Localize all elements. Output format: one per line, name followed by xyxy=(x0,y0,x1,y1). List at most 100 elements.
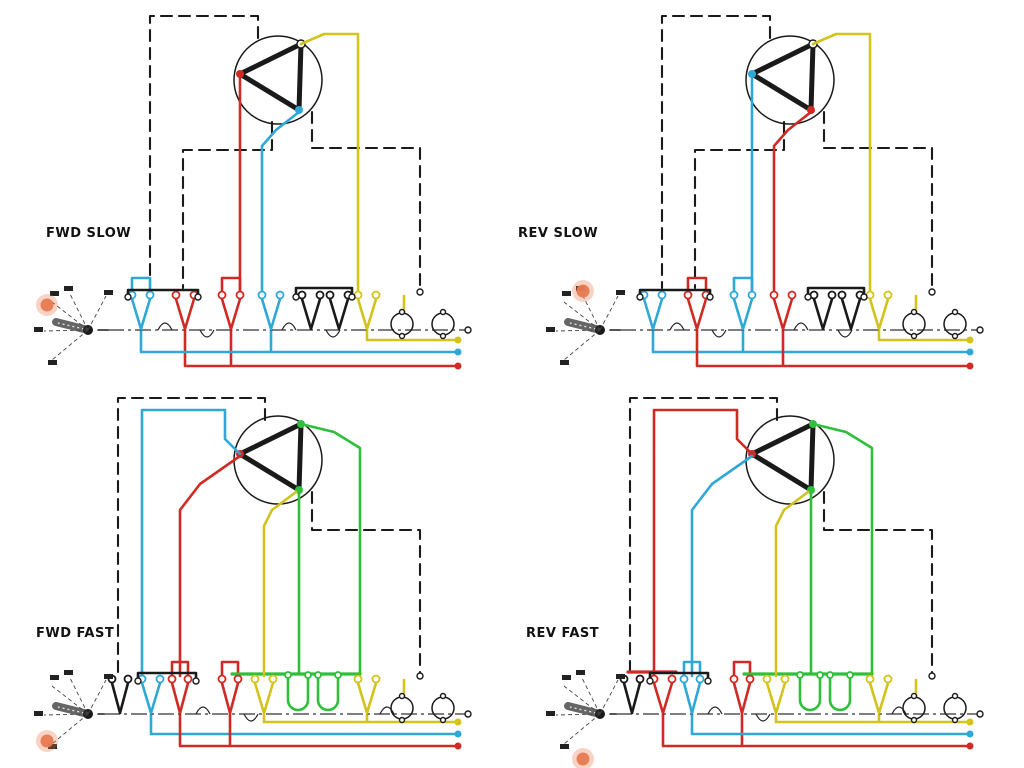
yellow-end-terminal xyxy=(454,336,462,344)
shaft-end-terminal xyxy=(976,710,984,718)
blue-end-terminal xyxy=(454,348,462,356)
switch-contact-black-1 xyxy=(809,290,837,331)
shaft-end-terminal xyxy=(464,326,472,334)
switch-contact-yellow-1 xyxy=(762,674,790,715)
selector-position-rays xyxy=(555,293,619,361)
red-wiring xyxy=(686,110,974,370)
blue-wiring xyxy=(140,408,462,738)
cam-drum-right xyxy=(431,308,455,340)
switch-assembly xyxy=(616,671,984,724)
cam-drum-left xyxy=(902,692,926,724)
motor-terminal-red xyxy=(236,70,244,78)
busbar-left xyxy=(124,288,202,301)
red-wiring xyxy=(170,454,462,750)
selector-position-rays xyxy=(43,293,107,361)
yellow-wiring xyxy=(262,490,462,726)
switch-contact-red-1 xyxy=(167,674,193,715)
wiring-diagram-fwd-fast xyxy=(34,396,472,752)
blue-wiring xyxy=(130,110,462,356)
panel-label-fwd-slow: FWD SLOW xyxy=(46,226,132,241)
panel-fwd-slow: FWD SLOW xyxy=(0,0,512,384)
motor xyxy=(745,415,835,505)
selector-position-marker xyxy=(572,280,594,302)
wiring-diagram-rev-slow xyxy=(546,14,984,370)
switch-contact-blue-1 xyxy=(127,290,155,331)
wiring-diagram-rev-fast xyxy=(546,396,984,768)
yellow-wiring xyxy=(299,32,462,344)
switch-assembly xyxy=(108,286,472,340)
dashed-black-wiring xyxy=(116,396,424,680)
yellow-end-terminal xyxy=(454,718,462,726)
dashed-black-wiring xyxy=(628,396,936,680)
red-end-terminal xyxy=(454,742,462,750)
dashed-black-wiring xyxy=(660,14,936,296)
switch-contact-yellow-1 xyxy=(865,290,893,331)
switch-contact-red-2 xyxy=(217,674,243,715)
switch-contact-red-1 xyxy=(171,290,199,331)
switch-contact-red-2 xyxy=(217,290,245,331)
selector-scale-marks xyxy=(34,286,113,365)
switch-contact-blue-1 xyxy=(679,674,705,715)
selector-handle xyxy=(52,702,88,717)
selector-position-rays xyxy=(555,677,619,745)
yellow-end-terminal xyxy=(966,718,974,726)
panel-fwd-fast: FWD FAST xyxy=(0,384,512,768)
switch-contact-red-2 xyxy=(729,674,755,715)
green-wiring xyxy=(742,422,874,712)
rotary-selector xyxy=(34,286,113,365)
selector-position-marker xyxy=(36,294,58,316)
wiring-diagram-fwd-slow xyxy=(34,14,472,370)
red-end-terminal xyxy=(454,362,462,370)
blue-end-terminal xyxy=(966,730,974,738)
blue-wiring xyxy=(682,454,974,738)
cam-drum-right xyxy=(943,692,967,724)
switch-contact-black-2 xyxy=(837,290,865,331)
panel-rev-fast: REV FAST xyxy=(512,384,1024,768)
selector-handle xyxy=(564,318,600,333)
selector-position-rays xyxy=(43,677,107,745)
yellow-end-terminal xyxy=(966,336,974,344)
blue-end-terminal xyxy=(454,730,462,738)
cam-drum-left xyxy=(390,692,414,724)
switch-contact-blue-2 xyxy=(257,290,285,331)
motor xyxy=(233,415,323,505)
busbar-left xyxy=(636,288,714,301)
selector-position-marker xyxy=(572,748,594,768)
blue-end-terminal xyxy=(966,348,974,356)
green-wiring xyxy=(230,422,362,712)
shaft-end-terminal xyxy=(464,710,472,718)
red-wiring xyxy=(183,76,462,370)
switch-contact-blue-2 xyxy=(729,290,757,331)
blue-wiring xyxy=(651,76,974,356)
red-end-terminal xyxy=(966,742,974,750)
motor xyxy=(745,35,835,125)
switch-contact-yellow-1 xyxy=(250,674,278,715)
busbar-left xyxy=(134,671,200,685)
dashed-black-wiring xyxy=(148,14,424,296)
switch-contact-black-0 xyxy=(619,674,645,715)
switch-contact-yellow-2 xyxy=(353,674,381,715)
selector-position-marker xyxy=(36,730,58,752)
switch-contact-black-0 xyxy=(107,674,133,715)
selector-handle xyxy=(564,702,600,717)
switch-contact-blue-1 xyxy=(137,674,165,715)
busbar-right xyxy=(804,286,868,301)
shaft-end-terminal xyxy=(976,326,984,334)
cam-drum-right xyxy=(943,308,967,340)
switch-contact-black-2 xyxy=(325,290,353,331)
switch-assembly xyxy=(104,671,472,724)
red-wiring xyxy=(626,408,974,750)
cam-drum-left xyxy=(902,308,926,340)
selector-scale-marks xyxy=(546,670,625,749)
panel-rev-slow: REV SLOW xyxy=(512,0,1024,384)
switch-assembly xyxy=(620,286,984,340)
cam-drum-right xyxy=(431,692,455,724)
switch-contact-yellow-1 xyxy=(353,290,381,331)
switch-contact-red-2 xyxy=(769,290,797,331)
panel-label-fwd-fast: FWD FAST xyxy=(36,626,115,641)
motor-terminal-blue xyxy=(748,70,756,78)
switch-contact-yellow-2 xyxy=(865,674,893,715)
rotary-selector xyxy=(34,670,113,749)
panel-label-rev-fast: REV FAST xyxy=(526,626,600,641)
rotary-selector xyxy=(546,670,625,749)
